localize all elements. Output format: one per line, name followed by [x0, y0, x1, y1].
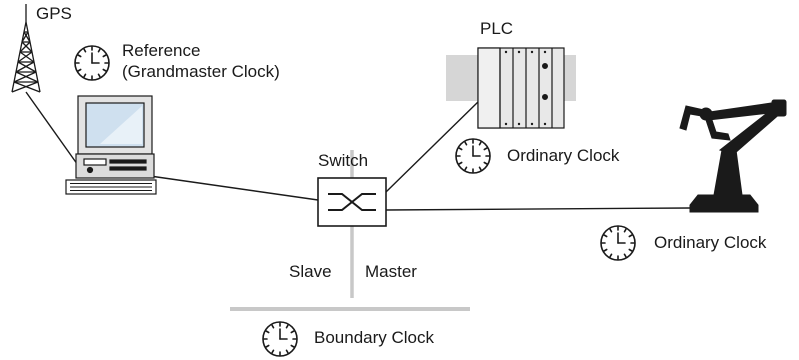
- grandmaster-label: (Grandmaster Clock): [122, 62, 280, 81]
- network-links: [25, 91, 691, 211]
- boundary-port-divider: [230, 150, 470, 311]
- gps-label: GPS: [36, 4, 72, 23]
- gps-antenna-icon: [11, 4, 41, 93]
- link-switch-plc: [385, 99, 481, 193]
- master-port-label: Master: [365, 262, 417, 281]
- clock-icon: [600, 225, 636, 261]
- clock-icon: [455, 138, 491, 174]
- clock-icon: [262, 321, 298, 357]
- computer-icon: [65, 95, 157, 195]
- reference-label: Reference: [122, 41, 201, 60]
- switch-icon: [317, 177, 387, 227]
- plc-label: PLC: [480, 19, 514, 38]
- slave-port-label: Slave: [289, 262, 332, 281]
- plc-clock-label: Ordinary Clock: [507, 146, 620, 165]
- link-gps-computer: [25, 91, 81, 169]
- robot-arm-icon: [679, 99, 787, 213]
- boundary-clock-label: Boundary Clock: [314, 328, 435, 347]
- plc-icon: [446, 47, 576, 129]
- link-switch-robot: [385, 207, 691, 211]
- switch-label: Switch: [318, 151, 369, 170]
- clock-icon: [74, 45, 110, 81]
- link-computer-switch: [149, 175, 319, 201]
- robot-clock-label: Ordinary Clock: [654, 233, 767, 252]
